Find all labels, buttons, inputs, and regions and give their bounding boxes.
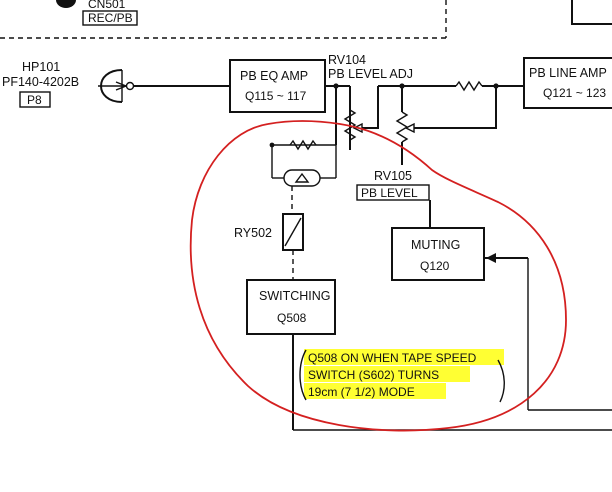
head-tag: P8 [27, 93, 42, 107]
relay-ref: RY502 [234, 226, 272, 240]
pb-eq-amp-block: PB EQ AMP Q115 ~ 117 [229, 59, 326, 113]
relay-contact-network [269, 86, 337, 212]
switching-block: SWITCHING Q508 [246, 279, 336, 335]
connector-bullet [56, 0, 76, 8]
rv105-name-box [356, 184, 430, 201]
top-right-partial-block [571, 0, 612, 25]
playback-head: HP101 PF140-4202B P8 [2, 60, 135, 108]
muting-title: MUTING [411, 238, 460, 252]
switching-title: SWITCHING [259, 289, 331, 303]
top-left-section: CN501 REC/PB [0, 0, 447, 39]
note-line-2: SWITCH (S602) TURNS [308, 368, 439, 382]
muting-parts: Q120 [420, 259, 450, 273]
series-resistor [455, 80, 483, 92]
note-line-1: Q508 ON WHEN TAPE SPEED [308, 351, 477, 365]
pb-line-amp-parts: Q121 ~ 123 [543, 86, 606, 100]
rv105-potentiometer [395, 86, 497, 165]
pb-eq-amp-title: PB EQ AMP [240, 69, 308, 83]
annotation-circle [189, 120, 567, 432]
speed-switch-note: Q508 ON WHEN TAPE SPEED SWITCH (S602) TU… [299, 349, 505, 403]
rv105-ref: RV105 [374, 169, 412, 183]
rv105-name: PB LEVEL [361, 186, 418, 200]
head-ref: HP101 [22, 60, 60, 74]
connector-sublabel: REC/PB [88, 11, 133, 25]
switching-parts: Q508 [277, 311, 307, 325]
head-part: PF140-4202B [2, 75, 79, 89]
connector-label: CN501 [88, 0, 126, 11]
muting-block: MUTING Q120 [391, 227, 485, 281]
rv104-ref: RV104 [328, 53, 366, 67]
rv104-name: PB LEVEL ADJ [328, 67, 413, 81]
connector-sublabel-box [82, 10, 138, 26]
relay-contact-capsule [283, 169, 321, 187]
relay-ry502: RY502 [234, 213, 304, 280]
note-line-3: 19cm (7 1/2) MODE [308, 385, 415, 399]
pb-line-amp-block: PB LINE AMP Q121 ~ 123 [523, 57, 612, 109]
pb-line-amp-title: PB LINE AMP [529, 66, 607, 80]
pb-eq-amp-parts: Q115 ~ 117 [245, 89, 307, 103]
head-tag-box [19, 91, 51, 108]
